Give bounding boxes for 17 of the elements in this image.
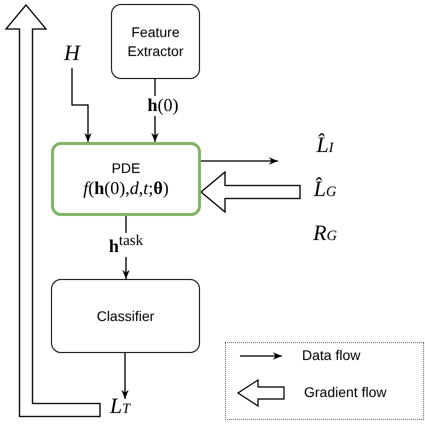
legend-label: Gradient flow: [304, 384, 386, 400]
legend-label: Data flow: [302, 347, 360, 363]
box-label: PDE: [112, 159, 140, 178]
box-label: Feature Extractor: [126, 23, 184, 60]
process-box: [111, 4, 200, 79]
process-box: [51, 142, 201, 216]
gradient-arrow: [200, 170, 301, 214]
formula: f(h(0),d,t;θ): [83, 178, 169, 199]
arrow: [201, 157, 278, 165]
box-label: Classifier: [96, 306, 154, 326]
gradient-arrow: [4, 4, 101, 418]
process-box: [51, 279, 200, 353]
edge-label: h$^{task}$: [106, 233, 146, 257]
math-label: H: [60, 40, 84, 68]
arrow: [71, 68, 92, 142]
arrow: [121, 353, 129, 399]
edge-label: h(0): [145, 96, 180, 116]
